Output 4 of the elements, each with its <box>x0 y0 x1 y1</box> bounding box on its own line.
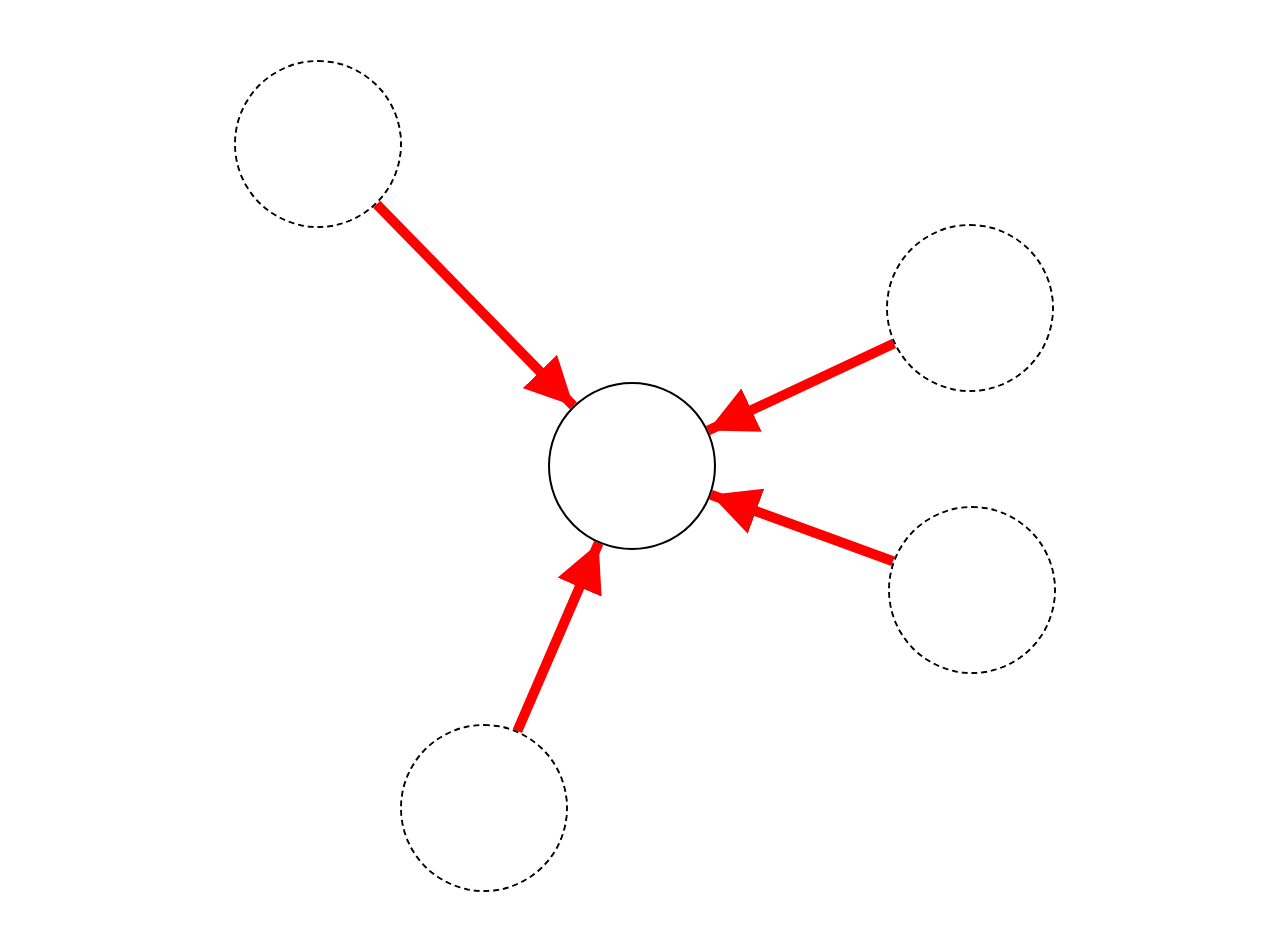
arrow <box>705 339 897 435</box>
arrow <box>373 200 577 410</box>
arrow <box>512 541 604 733</box>
arrow <box>709 488 895 566</box>
